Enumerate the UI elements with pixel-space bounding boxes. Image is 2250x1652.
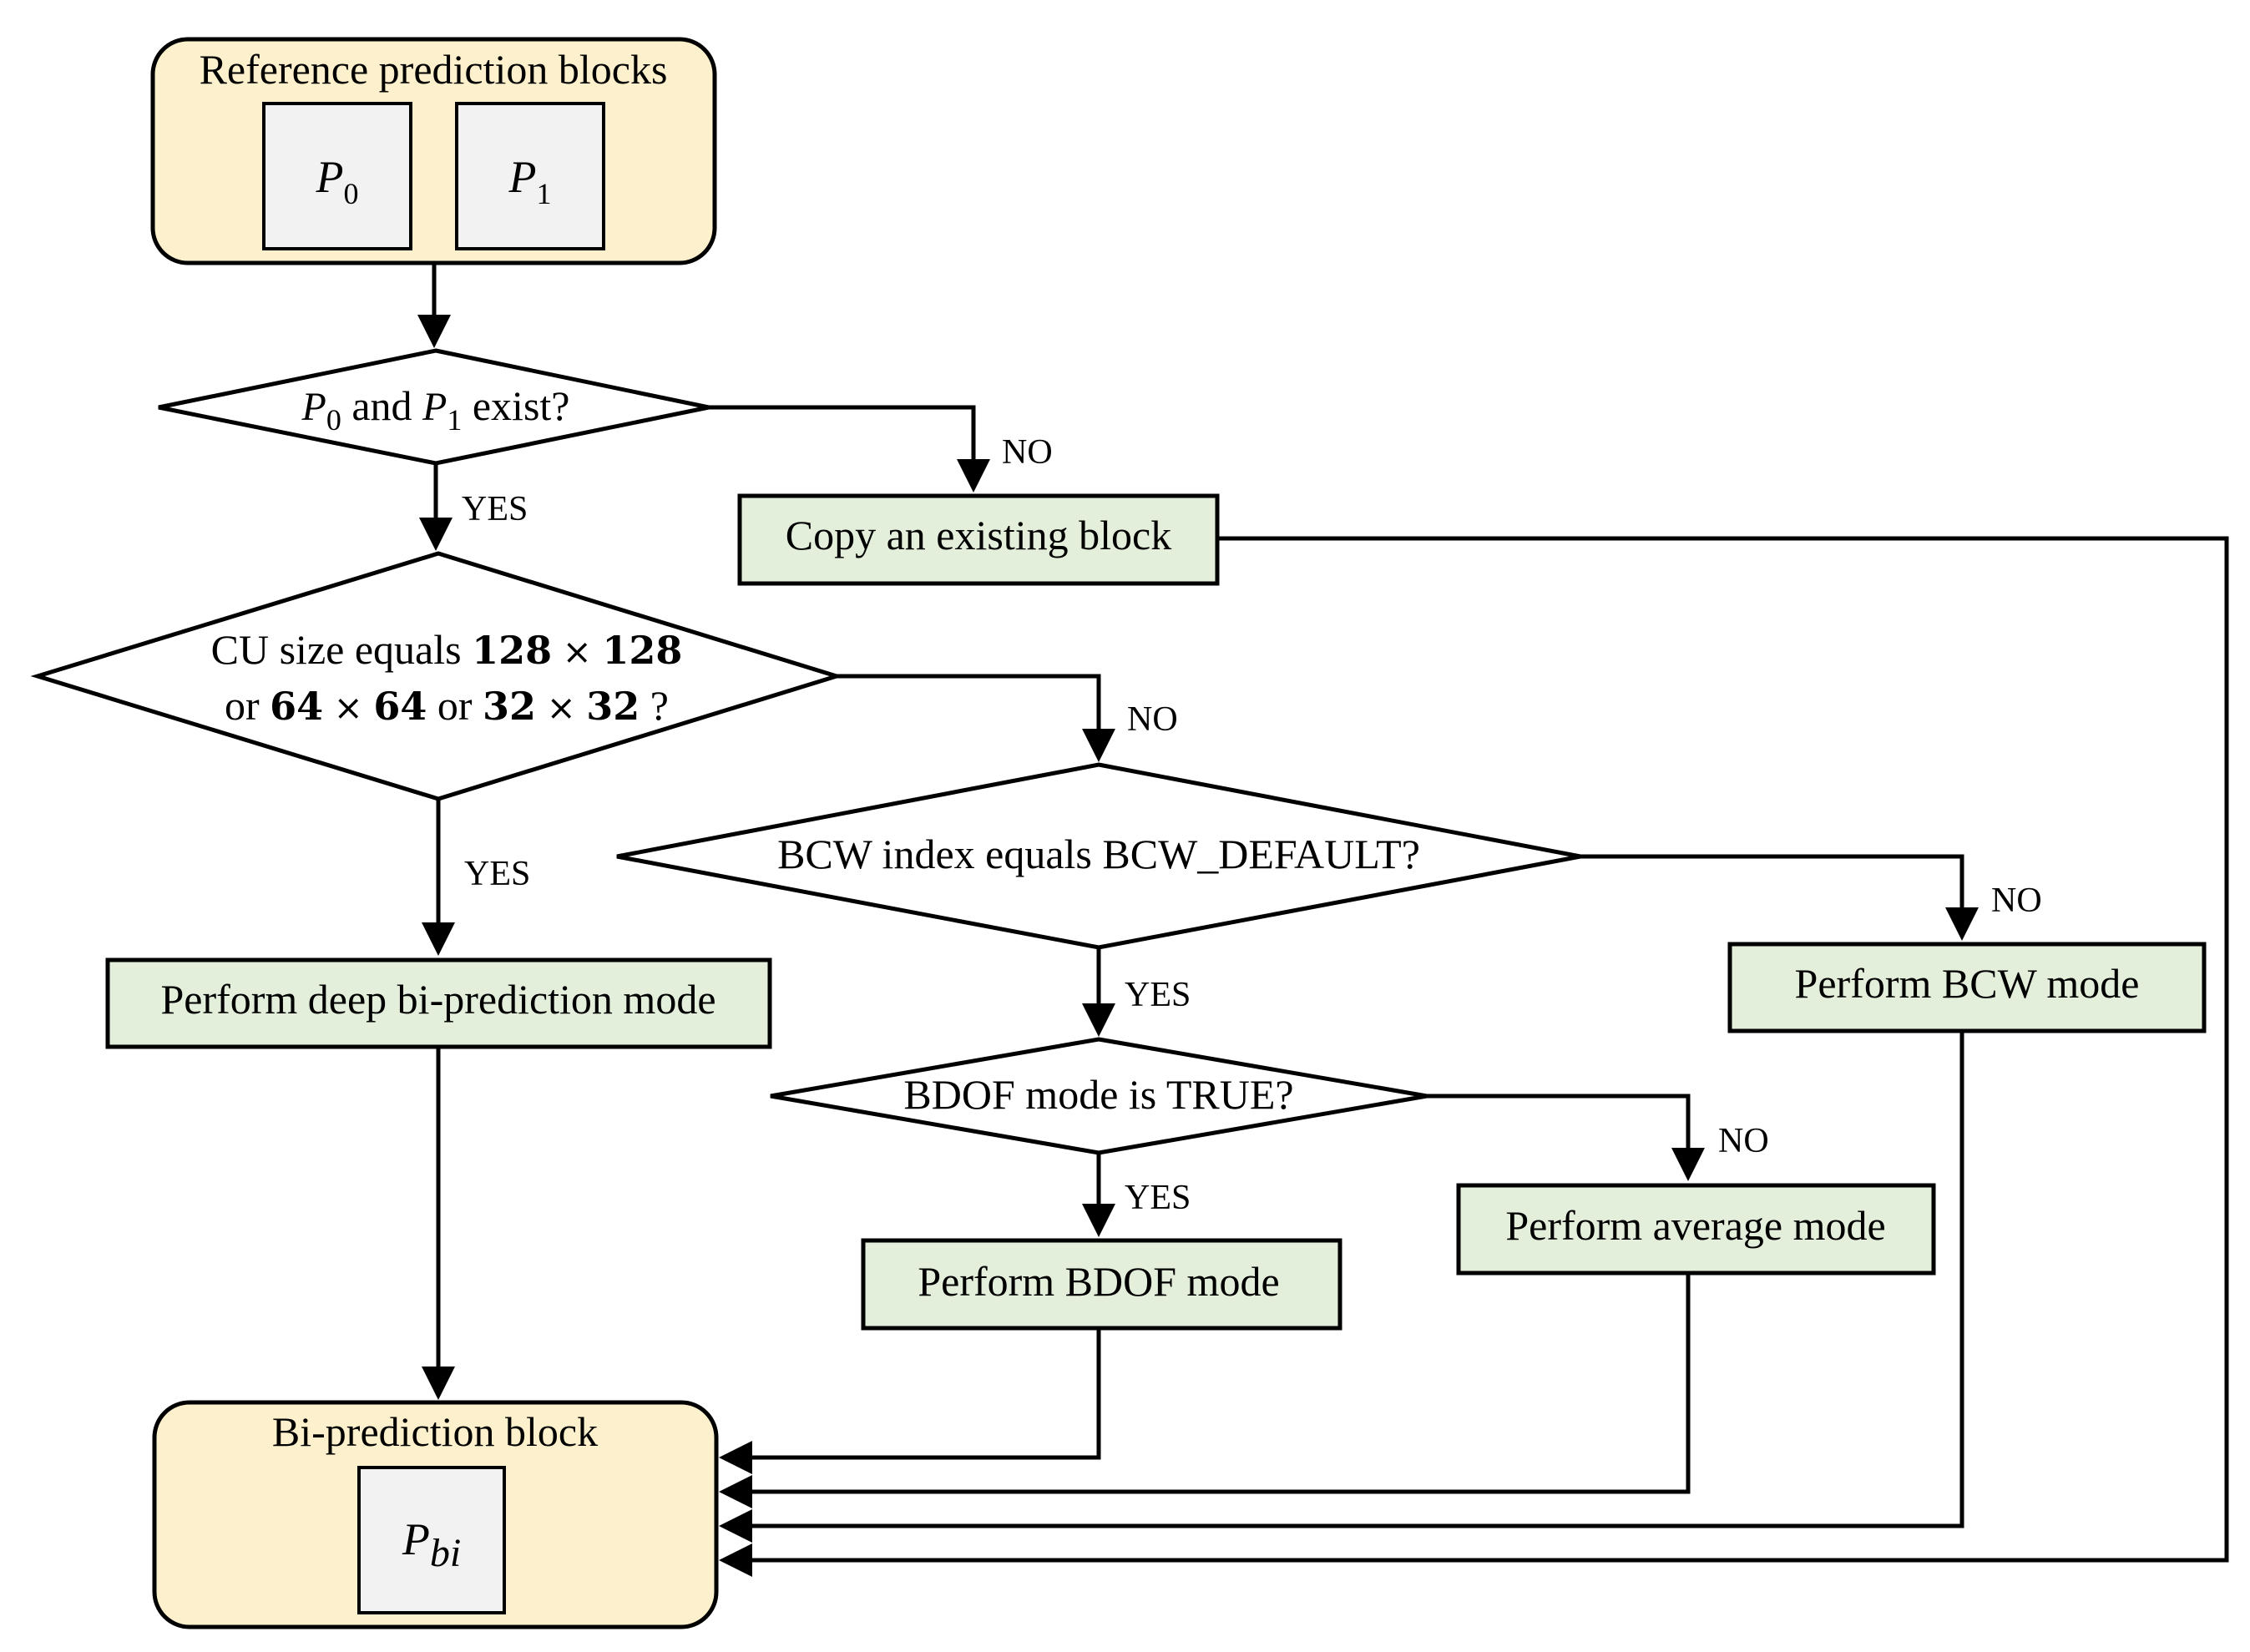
arrow-cu-no xyxy=(837,674,1115,762)
yes-label-exist: YES xyxy=(462,490,528,528)
reference-title: Reference prediction blocks xyxy=(200,46,668,93)
bi-prediction-group: Bi-prediction block Pbi xyxy=(152,1400,719,1629)
yes-label-cu: YES xyxy=(464,855,530,893)
bcw-decision: BCW index equals BCW_DEFAULT? xyxy=(616,762,1581,950)
arrow-average-to-output xyxy=(719,1273,1691,1508)
bi-prediction-title: Bi-prediction block xyxy=(272,1408,598,1455)
no-label-bdof: NO xyxy=(1718,1122,1769,1160)
arrow-bcw-no xyxy=(1580,854,1979,941)
average-mode-label: Perform average mode xyxy=(1505,1202,1885,1249)
p1-label: P1 xyxy=(508,152,552,210)
bcw-check-label: BCW index equals BCW_DEFAULT? xyxy=(777,831,1420,877)
no-label-cu: NO xyxy=(1127,700,1178,739)
reference-prediction-group: Reference prediction blocks P0 P1 xyxy=(150,37,717,265)
pbi-label: Pbi xyxy=(402,1514,461,1575)
deep-mode-box xyxy=(105,957,772,1049)
arrow-copy-to-output xyxy=(719,536,2229,1577)
bdof-mode-box xyxy=(861,1238,1342,1331)
cu-size-diamond xyxy=(30,551,844,801)
bcw-mode-label: Perform BCW mode xyxy=(1795,960,2140,1007)
arrow-bdof-no xyxy=(1427,1094,1705,1181)
copy-block-box xyxy=(737,493,1220,586)
p0-label: P0 xyxy=(316,152,359,210)
average-mode-box xyxy=(1456,1183,1936,1276)
deep-mode-label: Perform deep bi-prediction mode xyxy=(160,976,715,1023)
arrow-exist-no xyxy=(709,405,990,493)
yes-label-bdof: YES xyxy=(1125,1179,1191,1217)
arrow-bcw-to-output xyxy=(719,1031,1964,1543)
exist-label: P0 and P1 exist? xyxy=(301,382,570,437)
bdof-mode-label: Perform BDOF mode xyxy=(918,1258,1279,1305)
bdof-check-label: BDOF mode is TRUE? xyxy=(903,1071,1293,1118)
bdof-decision: BDOF mode is TRUE? xyxy=(770,1037,1428,1155)
no-label-exist: NO xyxy=(1002,433,1053,472)
copy-block-label: Copy an existing block xyxy=(786,512,1171,558)
cu-size-decision: CU size equals 128 × 128 or 64 × 64 or 3… xyxy=(30,551,844,801)
p1-block xyxy=(455,102,605,250)
exist-decision: P0 and P1 exist? xyxy=(158,348,710,466)
arrow-bdof-to-output xyxy=(719,1328,1101,1474)
yes-label-bcw: YES xyxy=(1125,976,1191,1014)
cu-size-line1: CU size equals 128 × 128 xyxy=(211,626,683,673)
pbi-block xyxy=(357,1466,506,1614)
cu-size-line2: or 64 × 64 or 32 × 32 ? xyxy=(225,682,669,729)
p0-block xyxy=(262,102,412,250)
no-label-bcw: NO xyxy=(1991,882,2042,920)
bcw-mode-box xyxy=(1727,942,2207,1033)
